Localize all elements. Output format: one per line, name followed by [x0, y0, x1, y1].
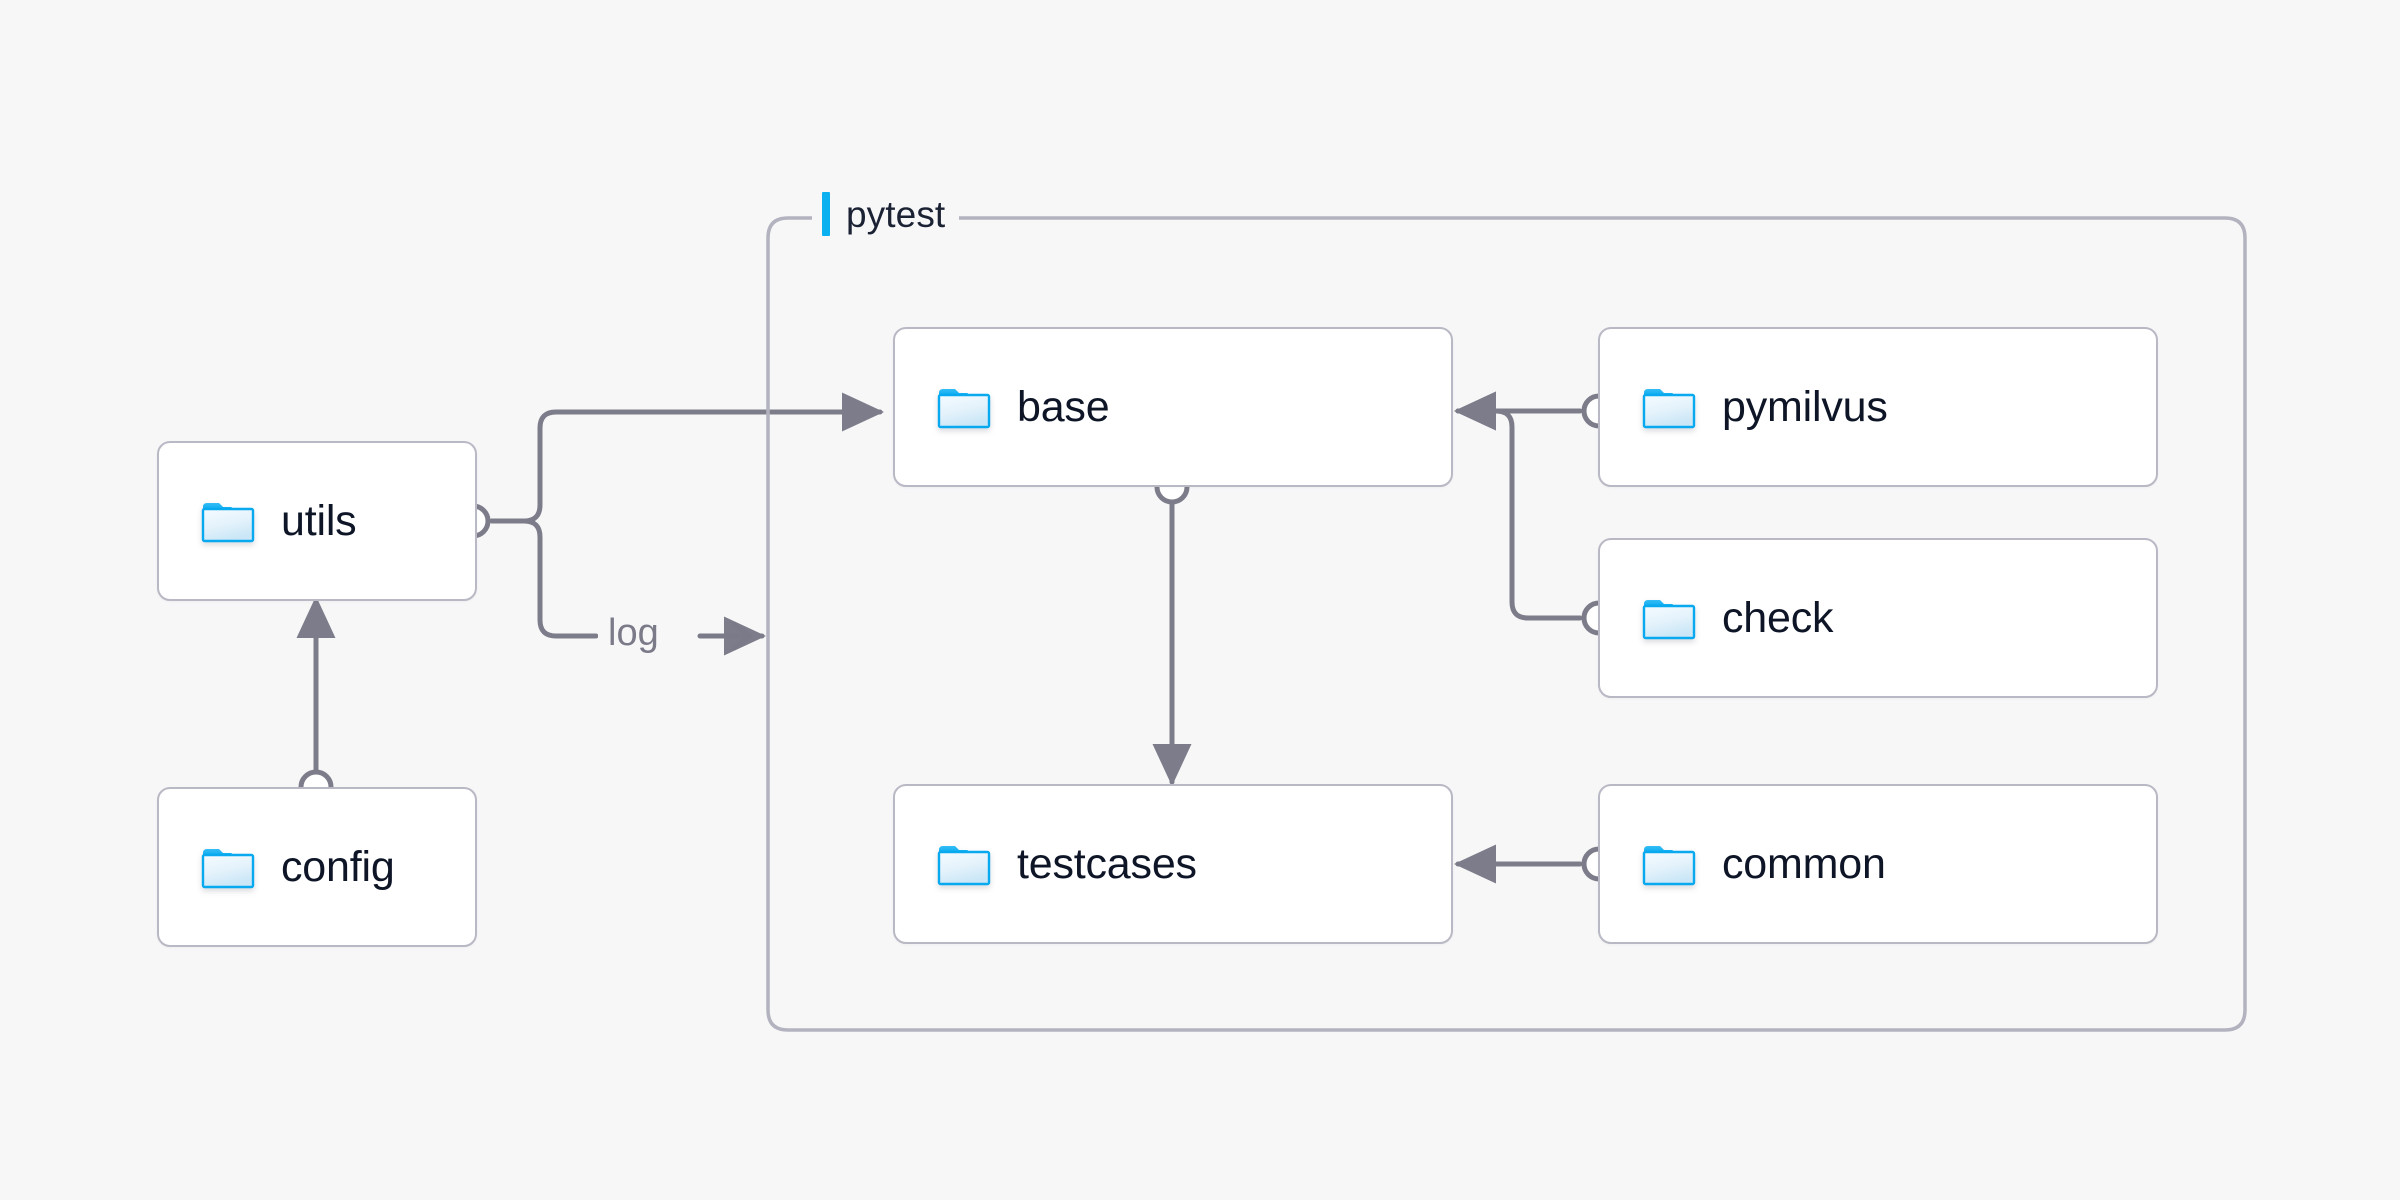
node-config-label: config — [281, 842, 395, 891]
node-testcases-label: testcases — [1017, 839, 1197, 888]
node-config-content: config — [159, 845, 395, 889]
node-testcases-content: testcases — [895, 842, 1197, 886]
folder-icon — [201, 503, 255, 543]
folder-icon — [1642, 389, 1696, 429]
node-common[interactable]: common — [1598, 784, 2158, 944]
group-accent-tick — [822, 192, 830, 236]
node-pymilvus[interactable]: pymilvus — [1598, 327, 2158, 487]
edge-check-base — [1453, 391, 1583, 621]
node-pymilvus-label: pymilvus — [1722, 382, 1888, 431]
node-base-content: base — [895, 382, 1110, 431]
folder-icon — [937, 389, 991, 429]
edge-utils-log — [489, 518, 599, 639]
node-config[interactable]: config — [157, 787, 477, 947]
node-check-label: check — [1722, 593, 1834, 642]
group-label: pytest — [812, 192, 960, 236]
node-utils-content: utils — [159, 496, 357, 545]
node-testcases[interactable]: testcases — [893, 784, 1453, 944]
folder-icon — [201, 849, 255, 889]
node-base[interactable]: base — [893, 327, 1453, 487]
folder-icon — [1642, 600, 1696, 640]
node-utils[interactable]: utils — [157, 441, 477, 601]
node-pymilvus-content: pymilvus — [1600, 385, 1888, 429]
edge-utils-base — [489, 392, 885, 524]
node-utils-label: utils — [281, 496, 357, 545]
folder-icon — [937, 846, 991, 886]
node-check[interactable]: check — [1598, 538, 2158, 698]
edge-label-log: log — [598, 612, 669, 654]
log-arrow-glyph — [697, 621, 753, 651]
node-base-label: base — [1017, 382, 1110, 431]
node-common-content: common — [1600, 842, 1886, 886]
folder-icon — [1642, 846, 1696, 886]
node-check-content: check — [1600, 593, 1834, 642]
group-label-text: pytest — [846, 193, 946, 235]
node-common-label: common — [1722, 839, 1886, 888]
